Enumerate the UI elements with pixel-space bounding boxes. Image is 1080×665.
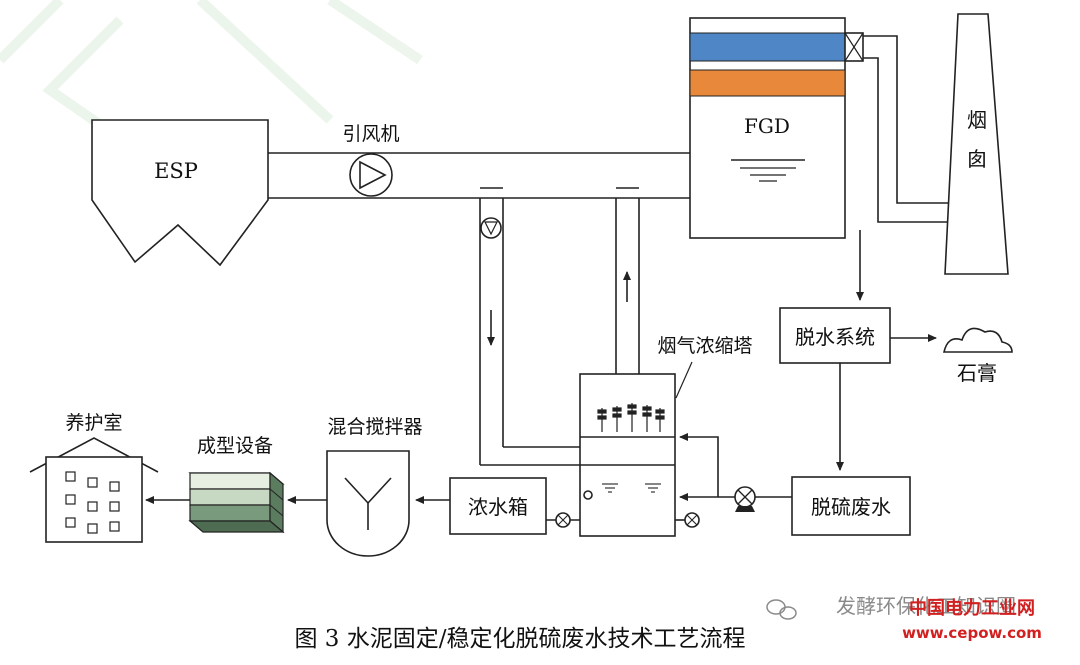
mixer-label: 混合搅拌器	[327, 416, 422, 438]
tower-label-leader	[675, 361, 693, 399]
molding-equipment	[188, 471, 285, 534]
gypsum-label: 石膏	[957, 361, 997, 385]
esp-label: ESP	[154, 159, 198, 183]
brine-tank-box: 浓水箱	[449, 477, 547, 535]
concentration-tower	[579, 373, 676, 537]
molding-label: 成型设备	[197, 435, 273, 457]
fgd-label: FGD	[744, 114, 790, 138]
gypsum-pile-icon	[942, 327, 1013, 353]
fgd-tower: FGD	[689, 17, 846, 239]
liquid-level-marks	[602, 483, 661, 493]
stack-label-2: 囱	[967, 147, 987, 171]
curing-room-icon	[29, 437, 159, 543]
dewater-label: 脱水系统	[795, 325, 875, 349]
dewater-box: 脱水系统	[779, 307, 891, 364]
watermark-wechat: 发酵环保化工知识圈	[836, 594, 1016, 618]
tower-pump-icon	[675, 512, 700, 528]
watermark-site-cn: 中国电力工业网	[909, 597, 1035, 619]
wechat-icon	[766, 599, 797, 620]
branch-duct-up	[615, 187, 640, 374]
chimney	[944, 13, 1009, 275]
stack-duct	[863, 35, 955, 223]
mixer-vessel	[326, 450, 410, 557]
brine-tank-label: 浓水箱	[468, 495, 528, 519]
branch-duct-down	[479, 187, 580, 466]
curing-label: 养护室	[65, 412, 122, 434]
spray-nozzle-icons	[597, 403, 665, 432]
damper-icon	[844, 32, 864, 62]
watermark: 发酵环保化工知识圈 中国电力工业网 www.cepow.com	[766, 594, 1042, 642]
wastewater-pump-icon	[734, 486, 756, 512]
watermark-site-url: www.cepow.com	[902, 624, 1042, 642]
tower-label: 烟气浓缩塔	[657, 335, 752, 357]
figure-caption: 图 3 水泥固定/稳定化脱硫废水技术工艺流程	[294, 626, 745, 652]
wastewater-box: 脱硫废水	[791, 476, 911, 536]
level-sensor-icon	[583, 490, 593, 500]
flue-duct	[268, 152, 690, 199]
esp-unit: ESP	[91, 119, 269, 267]
stack-label-1: 烟	[967, 108, 987, 132]
wastewater-label: 脱硫废水	[811, 495, 891, 519]
branch-fan-icon	[480, 217, 502, 239]
recirculation-line	[679, 433, 719, 497]
fan-icon	[349, 153, 393, 197]
fan-label: 引风机	[342, 123, 399, 145]
tank-pump-icon	[555, 512, 571, 528]
